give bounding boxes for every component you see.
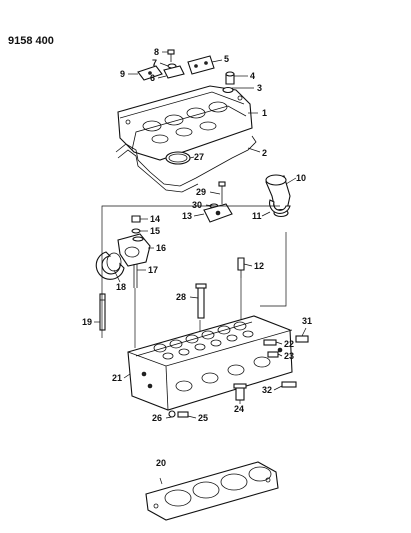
- seal-3: [222, 86, 234, 94]
- callout-11: 11: [252, 211, 262, 221]
- head-gasket: [145, 461, 279, 521]
- sensor-24: [233, 383, 247, 401]
- cylinder-head: [127, 315, 293, 411]
- callout-19: 19: [82, 317, 92, 327]
- stud-32: [281, 381, 297, 388]
- fitting-23: [267, 351, 279, 358]
- gasket-18: [95, 251, 125, 280]
- callout-24: 24: [234, 404, 244, 414]
- water-outlet-10: [265, 174, 291, 218]
- valve-cover-gasket: [115, 135, 257, 193]
- gasket-11: [269, 199, 291, 214]
- callout-3: 3: [257, 83, 262, 93]
- callout-6: 6: [150, 73, 155, 83]
- stud-12: [237, 257, 245, 278]
- callout-25: 25: [198, 413, 208, 423]
- callout-22: 22: [284, 339, 294, 349]
- bracket-6: [163, 65, 185, 79]
- plate-5: [187, 55, 215, 75]
- callout-16: 16: [156, 243, 166, 253]
- callout-15: 15: [150, 226, 160, 236]
- plug-31: [295, 335, 309, 343]
- callout-4: 4: [250, 71, 255, 81]
- callout-8: 8: [154, 47, 159, 57]
- callout-21: 21: [112, 373, 122, 383]
- valve-cover: [117, 85, 253, 161]
- callout-26: 26: [152, 413, 162, 423]
- diagram-code: 9158 400: [8, 35, 54, 47]
- plug-25: [168, 410, 176, 418]
- washer-15: [131, 228, 141, 234]
- callout-7: 7: [152, 58, 157, 68]
- bolt-28: [195, 283, 207, 319]
- callout-2: 2: [262, 148, 267, 158]
- callout-5: 5: [224, 54, 229, 64]
- callout-12: 12: [254, 261, 264, 271]
- callout-30: 30: [192, 200, 202, 210]
- callout-27: 27: [194, 152, 204, 162]
- callout-labels: 1 2 3 4 5 6 7 8 9 10 11 12 13 14 15 16 1…: [82, 47, 312, 468]
- callout-20: 20: [156, 458, 166, 468]
- callout-13: 13: [182, 211, 192, 221]
- callout-14: 14: [150, 214, 160, 224]
- housing-16: [117, 233, 151, 267]
- callout-32: 32: [262, 385, 272, 395]
- callout-9: 9: [120, 69, 125, 79]
- stud-17: [133, 264, 138, 288]
- callout-28: 28: [176, 292, 186, 302]
- callout-18: 18: [116, 282, 126, 292]
- callout-31: 31: [302, 316, 312, 326]
- leader-lines: [94, 51, 307, 485]
- callout-10: 10: [296, 173, 306, 183]
- nut-14: [131, 215, 141, 223]
- callout-17: 17: [148, 265, 158, 275]
- bolt-8: [167, 49, 175, 62]
- plug-26: [177, 411, 189, 418]
- callout-23: 23: [284, 351, 294, 361]
- stud-19: [99, 293, 106, 331]
- fitting-22: [263, 339, 277, 346]
- callout-29: 29: [196, 187, 206, 197]
- callout-1: 1: [262, 108, 267, 118]
